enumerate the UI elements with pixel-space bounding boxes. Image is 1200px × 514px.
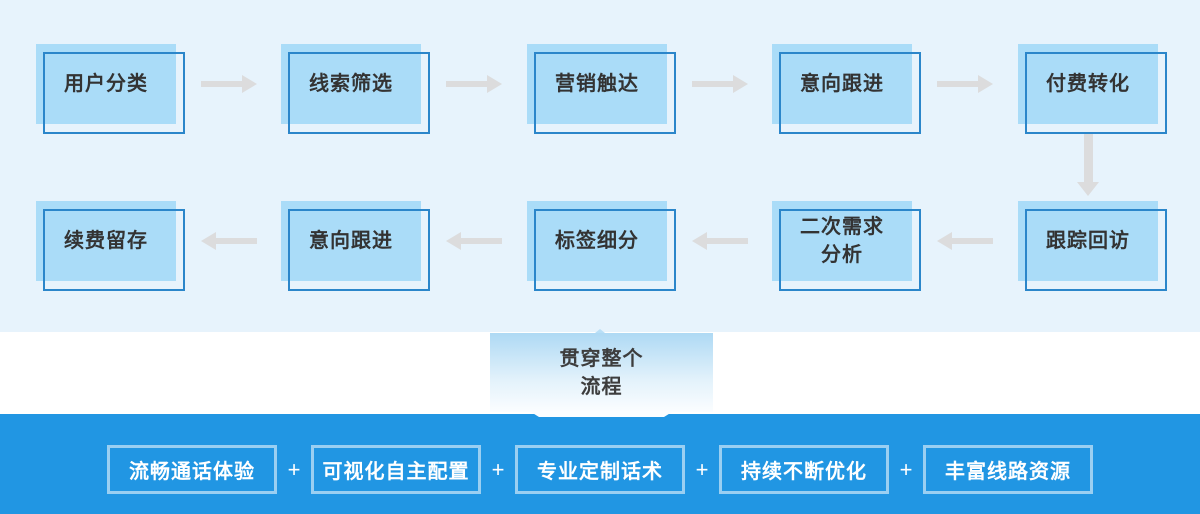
feature-badge-rich-line-resources: 丰富线路资源: [923, 445, 1093, 494]
flow-step-label: 营销触达: [555, 73, 639, 95]
flow-step-intent-followup-2: 意向跟进: [281, 201, 430, 291]
feature-badge-custom-scripts: 专业定制话术: [515, 445, 685, 494]
flow-step-follow-up-visit: 跟踪回访: [1018, 201, 1167, 291]
feature-badge-label: 专业定制话术: [537, 461, 663, 483]
flow-step-renewal-retention: 续费留存: [36, 201, 185, 291]
arrow-right-icon: [692, 75, 748, 93]
flow-step-label: 用户分类: [64, 73, 148, 95]
arrow-left-icon: [201, 232, 257, 250]
flow-step-label: 跟踪回访: [1046, 230, 1130, 252]
flow-step-user-classification: 用户分类: [36, 44, 185, 134]
flow-step-tag-segmentation: 标签细分: [527, 201, 676, 291]
plus-separator: +: [491, 457, 505, 482]
flow-step-label: 标签细分: [555, 230, 639, 252]
plus-separator: +: [899, 457, 913, 482]
feature-badge-smooth-calls: 流畅通话体验: [107, 445, 277, 494]
footer-bar: [0, 414, 1200, 514]
callout-pointer-up-icon: [595, 329, 605, 333]
feature-badge-label: 流畅通话体验: [129, 461, 255, 483]
flow-step-label: 意向跟进: [800, 73, 884, 95]
flow-step-label: 线索筛选: [309, 73, 393, 95]
callout-tab: [531, 412, 672, 417]
arrow-right-icon: [201, 75, 257, 93]
plus-separator: +: [287, 457, 301, 482]
plus-separator: +: [695, 457, 709, 482]
feature-badge-visual-config: 可视化自主配置: [311, 445, 481, 494]
flow-step-label: 意向跟进: [309, 230, 393, 252]
arrow-left-icon: [937, 232, 993, 250]
flow-step-label: 二次需求 分析: [800, 216, 884, 266]
arrow-down-icon: [1077, 134, 1099, 196]
feature-badge-label: 可视化自主配置: [322, 461, 470, 483]
flow-step-intent-followup: 意向跟进: [772, 44, 921, 134]
flow-step-label: 续费留存: [64, 230, 148, 252]
flow-step-paid-conversion: 付费转化: [1018, 44, 1167, 134]
flow-step-label: 付费转化: [1046, 73, 1130, 95]
arrow-left-icon: [446, 232, 502, 250]
arrow-right-icon: [446, 75, 502, 93]
callout-box: 贯穿整个 流程: [490, 333, 713, 412]
flow-step-lead-screening: 线索筛选: [281, 44, 430, 134]
feature-badge-continuous-optimization: 持续不断优化: [719, 445, 889, 494]
feature-badge-label: 持续不断优化: [741, 461, 867, 483]
flow-step-marketing-reach: 营销触达: [527, 44, 676, 134]
callout-label: 贯穿整个 流程: [559, 347, 644, 398]
arrow-right-icon: [937, 75, 993, 93]
feature-badge-label: 丰富线路资源: [945, 461, 1071, 483]
flow-step-secondary-demand-analysis: 二次需求 分析: [772, 201, 921, 291]
arrow-left-icon: [692, 232, 748, 250]
